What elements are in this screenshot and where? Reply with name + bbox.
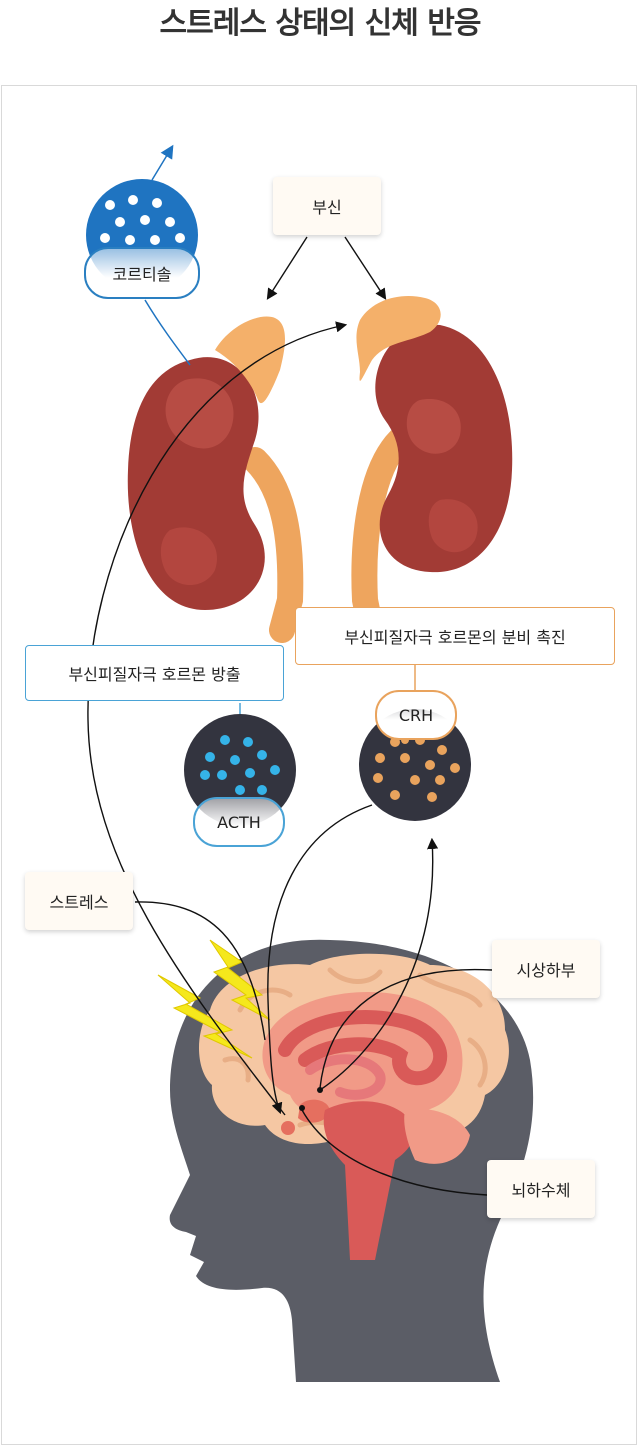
stress-label: 스트레스 [25, 872, 133, 930]
connection-arrows [87, 236, 493, 1196]
acth-release-label: 부신피질자극 호르몬 방출 [25, 645, 284, 701]
crh-label: CRH [375, 690, 457, 740]
crh-promote-label: 부신피질자극 호르몬의 분비 촉진 [295, 607, 615, 665]
brain-icon [198, 953, 509, 1260]
pituitary-dot [299, 1105, 305, 1111]
hypothalamus-dot [317, 1087, 323, 1093]
cortisol-label: 코르티솔 [84, 247, 200, 299]
crh-blob [359, 665, 471, 821]
page-title: 스트레스 상태의 신체 반응 [159, 6, 482, 41]
kidney-icon [127, 296, 513, 643]
lightning-icon [157, 939, 271, 1059]
pituitary-label: 뇌하수체 [487, 1160, 595, 1218]
adrenal-label: 부신 [273, 177, 381, 235]
diagram-frame [1, 85, 637, 1445]
hypothalamus-label: 시상하부 [492, 940, 600, 998]
acth-label: ACTH [193, 797, 285, 847]
